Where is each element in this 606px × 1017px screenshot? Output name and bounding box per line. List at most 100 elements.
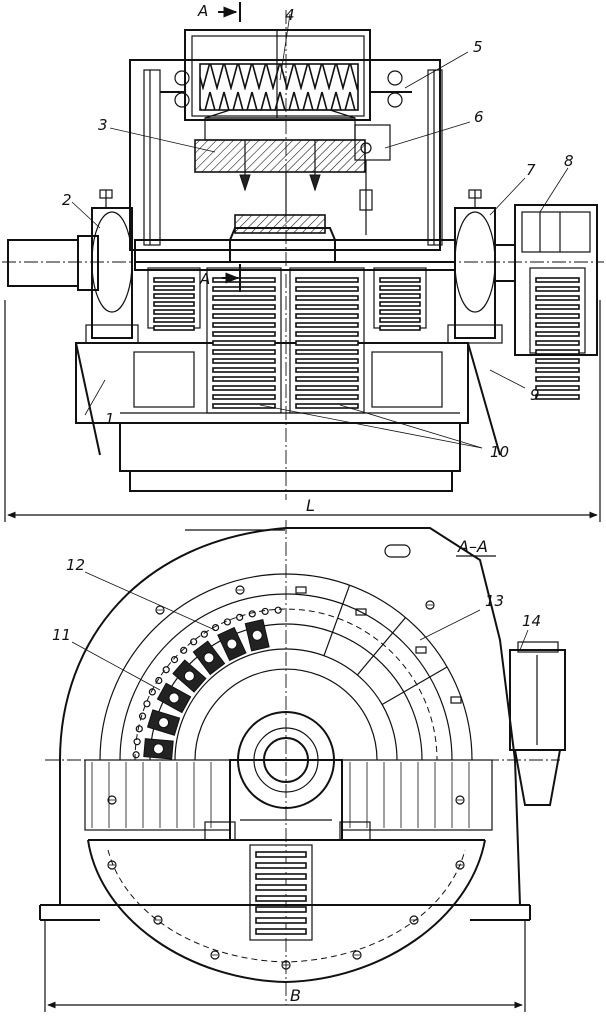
louvre-slat [295, 322, 359, 328]
winding-slot [155, 676, 163, 685]
louvre-slat [535, 367, 580, 373]
louvre-slat [295, 403, 359, 409]
collector-detail [354, 124, 391, 235]
louvre-slat [212, 322, 276, 328]
pole-bolt [183, 670, 195, 682]
end-shield-bolts [107, 585, 465, 970]
louvre-slat [212, 367, 276, 373]
louvre-slats [153, 277, 580, 409]
louvre-slat [255, 895, 307, 902]
pole-windings [132, 606, 282, 760]
winding-slot [261, 607, 269, 616]
louvre-slat [295, 376, 359, 382]
bolt [235, 585, 245, 595]
louvre-slat [212, 403, 276, 409]
dimension-B [44, 920, 526, 1012]
label-5: 5 [473, 38, 483, 56]
rib-bracket [450, 696, 462, 704]
louvre-slat [212, 277, 276, 283]
pole-unit [146, 709, 181, 736]
louvre-slat [153, 285, 195, 291]
louvre-slat [535, 376, 580, 382]
bolt [281, 960, 291, 970]
bolt [409, 915, 419, 925]
section-title: A–A [457, 537, 488, 556]
louvre-slat [535, 340, 580, 346]
section-markers-top [218, 2, 241, 292]
stator-rings [99, 573, 473, 761]
winding-slot [138, 712, 147, 720]
bolt [155, 605, 165, 615]
rib-bracket [295, 586, 307, 594]
label-12: 12 [66, 556, 85, 574]
winding-slot [223, 618, 231, 626]
leader-lines-top [71, 13, 569, 449]
winding-slot [211, 623, 220, 632]
dimension-label-L: L [306, 496, 315, 515]
winding-slot [180, 646, 188, 654]
louvre-slat [295, 394, 359, 400]
bolt [210, 950, 220, 960]
louvre-slat [212, 394, 276, 400]
louvre-slat [212, 376, 276, 382]
louvre-slat [295, 331, 359, 337]
louvre-slat [535, 322, 580, 328]
pole-bolt [203, 652, 215, 664]
winding-slot [132, 751, 140, 759]
louvre-slat [535, 331, 580, 337]
louvre-slat [295, 304, 359, 310]
louvre-slat [535, 313, 580, 319]
louvre-slat [535, 295, 580, 301]
rib-spoke [323, 585, 351, 656]
louvre-slat [535, 286, 580, 292]
winding-slot [236, 613, 244, 621]
inspection-hatch [185, 529, 411, 558]
winding-slot [133, 738, 141, 746]
label-9: 9 [530, 386, 540, 404]
winding-slot [200, 630, 208, 638]
louvre-slat [255, 917, 307, 924]
rib-spoke [381, 666, 448, 706]
louvre-slat [212, 385, 276, 391]
bolt [425, 600, 435, 610]
pole-unit [192, 640, 226, 676]
louvre-slat [255, 906, 307, 913]
winding-slot [248, 610, 256, 618]
terminal-box [509, 641, 566, 806]
bolt [352, 950, 362, 960]
exciter [494, 204, 598, 356]
frame-ribs [295, 585, 462, 706]
label-8: 8 [564, 152, 574, 170]
dimension-L [4, 300, 601, 522]
louvre-slat [255, 873, 307, 880]
louvre-slat [153, 325, 195, 331]
louvre-slat [212, 349, 276, 355]
louvre-slat [212, 358, 276, 364]
bearing-right [447, 189, 503, 344]
louvre-slat [153, 317, 195, 323]
louvre-slat [153, 277, 195, 283]
pole-bolt [152, 743, 164, 755]
winding-slot [143, 700, 151, 708]
pole-unit [172, 659, 207, 693]
pole-unit [244, 619, 270, 652]
louvre-slat [535, 277, 580, 283]
louvre-slat [255, 884, 307, 891]
base-frame [75, 342, 501, 492]
louvre-slat [153, 301, 195, 307]
bolt [455, 795, 465, 805]
pole-unit [143, 738, 174, 760]
louvre-slat [379, 317, 421, 323]
cooler-assembly [160, 29, 412, 121]
winding-slot [170, 656, 179, 664]
bearing-left [85, 189, 139, 344]
louvre-slat [255, 862, 307, 869]
label-4: 4 [285, 6, 295, 24]
bolt [153, 915, 163, 925]
louvre-slat [379, 285, 421, 291]
louvre-slat [212, 304, 276, 310]
side-elevation [2, 2, 604, 522]
label-13: 13 [485, 592, 504, 610]
stator-frame [129, 59, 443, 251]
